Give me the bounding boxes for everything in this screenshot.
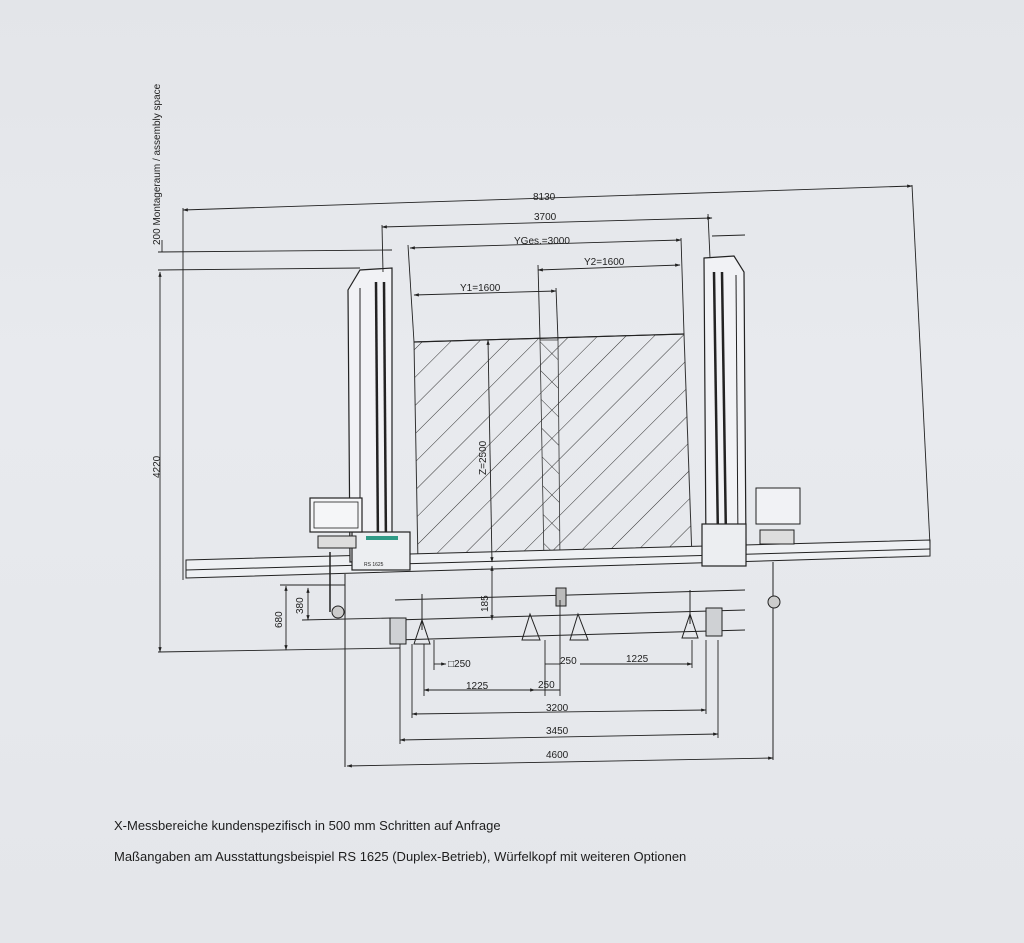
dim-3700 bbox=[381, 213, 746, 273]
label-1225-b: 1225 bbox=[466, 681, 489, 692]
label-1225-a: 1225 bbox=[626, 654, 649, 665]
dim-4220 bbox=[157, 240, 401, 653]
measuring-volume bbox=[413, 333, 693, 565]
label-assembly-space: 200 Montageraum / assembly space bbox=[152, 83, 163, 245]
fixture-stands bbox=[413, 587, 699, 645]
label-total-width: 8130 bbox=[533, 192, 556, 203]
label-3450: 3450 bbox=[546, 726, 569, 737]
label-height-total: 4220 bbox=[152, 455, 163, 478]
dim-y2 bbox=[537, 263, 681, 341]
label-height-680: 680 bbox=[274, 611, 285, 628]
label-250-b: 250 bbox=[538, 680, 555, 691]
label-height-380: 380 bbox=[295, 597, 306, 614]
dim-680-380 bbox=[280, 584, 393, 651]
dim-y1 bbox=[413, 287, 559, 341]
label-model-tag: RS 1625 bbox=[364, 562, 384, 568]
caption-line-1: X-Messbereiche kundenspezifisch in 500 m… bbox=[114, 818, 501, 833]
label-y1: Y1=1600 bbox=[460, 283, 501, 294]
label-250-a: 250 bbox=[560, 656, 577, 667]
label-portal-width: 3700 bbox=[534, 212, 557, 223]
label-sq-250: □250 bbox=[448, 659, 471, 670]
caption-line-2: Maßangaben am Ausstattungsbeispiel RS 16… bbox=[114, 849, 687, 864]
dim-bottom-chain bbox=[346, 600, 774, 768]
dimension-labels: 200 Montageraum / assembly space 8130 37… bbox=[152, 83, 649, 761]
right-column bbox=[701, 255, 801, 637]
label-y-total: YGes.=3000 bbox=[514, 236, 570, 247]
label-3200: 3200 bbox=[546, 703, 569, 714]
label-z: Z=2500 bbox=[478, 440, 489, 475]
dim-z bbox=[486, 339, 494, 563]
left-column bbox=[309, 267, 411, 645]
label-4600: 4600 bbox=[546, 750, 569, 761]
label-height-185: 185 bbox=[480, 595, 491, 612]
label-y2: Y2=1600 bbox=[584, 257, 625, 268]
dim-y-total bbox=[407, 237, 685, 343]
